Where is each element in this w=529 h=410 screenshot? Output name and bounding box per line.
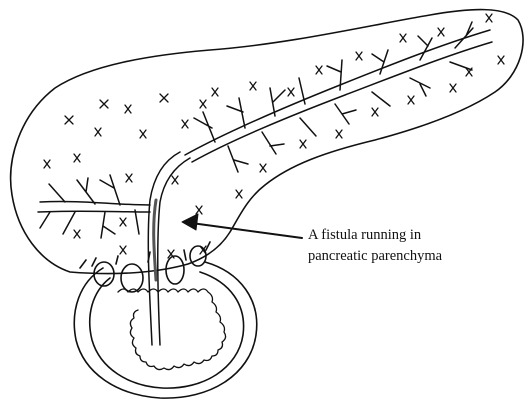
parenchyma-marks: [44, 14, 504, 258]
fistula-tract-right: [158, 158, 190, 345]
cyst-inner-ring: [90, 272, 244, 388]
annotation-line-2: pancreatic parenchyma: [308, 246, 523, 267]
anastomosis-sutures: [80, 242, 210, 292]
left-arrow-icon: [182, 214, 302, 238]
fistula-annotation: A fistula running in pancreatic parenchy…: [308, 225, 523, 267]
annotation-line-1: A fistula running in: [308, 225, 523, 246]
cyst-wavy-lining: [118, 289, 226, 370]
left-duct-branches: [38, 175, 150, 238]
cyst-outer-ring: [74, 262, 256, 398]
fistula-tract-shaded: [154, 200, 156, 280]
